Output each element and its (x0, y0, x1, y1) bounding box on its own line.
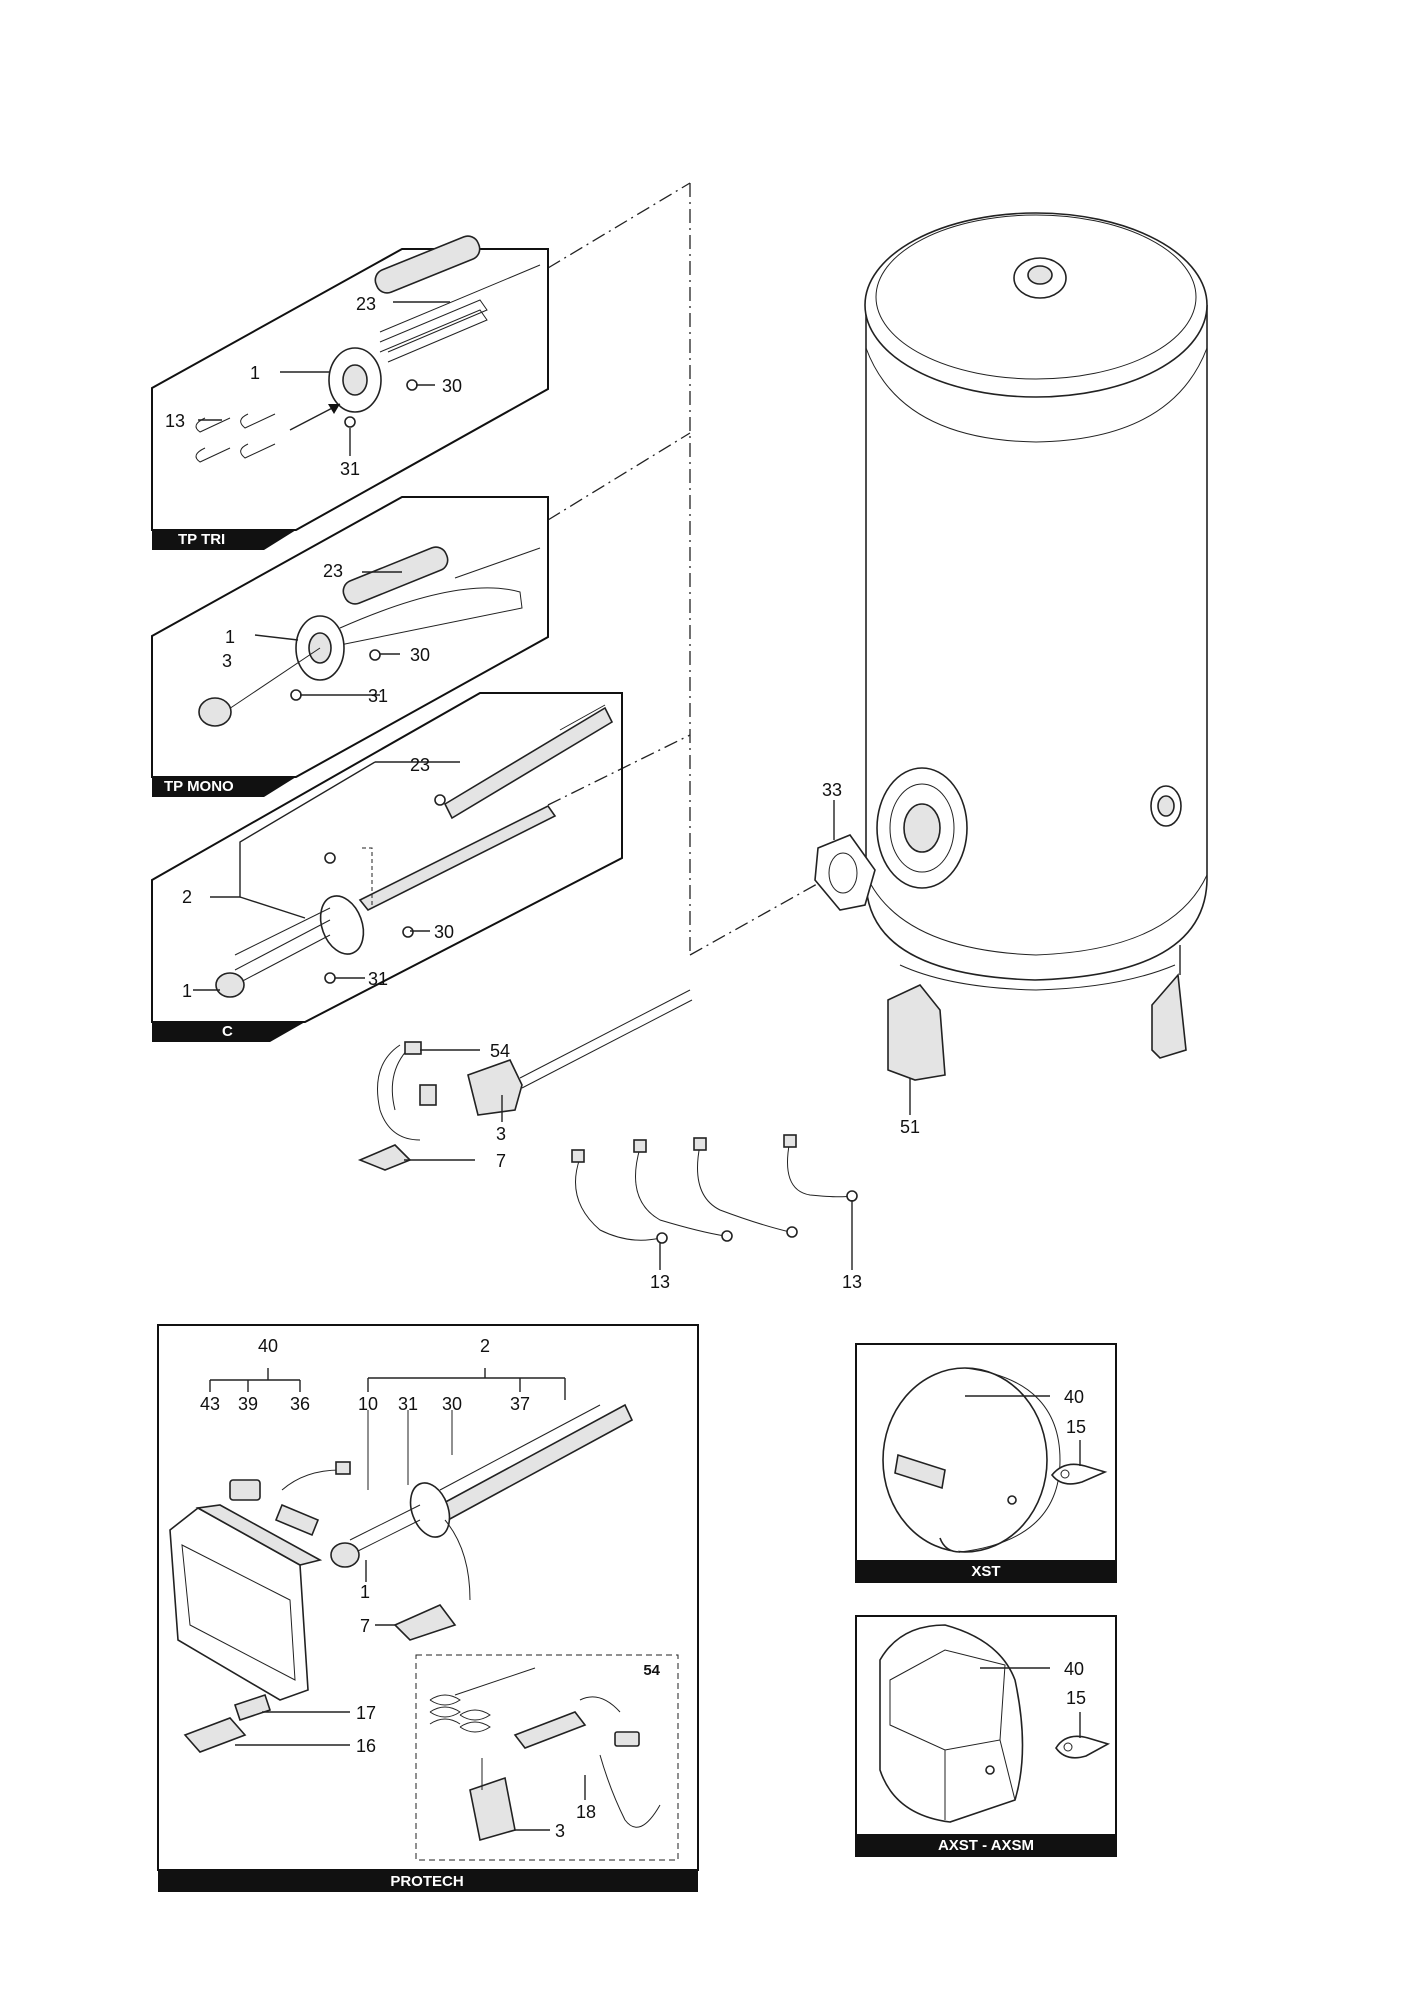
label-3: 3 (555, 1821, 565, 1841)
flange-33 (814, 834, 876, 911)
alignment-lines (547, 182, 861, 956)
label-33: 33 (822, 780, 842, 800)
panel-c: C 23 2 30 1 31 (151, 692, 623, 1042)
label-1: 1 (182, 981, 192, 1001)
label-31: 31 (368, 686, 388, 706)
label-23: 23 (410, 755, 430, 775)
panel-title-xst: XST (971, 1563, 1000, 1580)
panel-protech: PROTECH 40 2 43 39 36 10 31 30 37 (157, 1324, 699, 1892)
label-3: 3 (496, 1124, 506, 1144)
label-15: 15 (1066, 1417, 1086, 1437)
label-30: 30 (410, 645, 430, 665)
kit-54-title: 54 (643, 1662, 660, 1679)
terminal-links (195, 403, 341, 463)
label-39: 39 (238, 1394, 258, 1414)
label-36: 36 (290, 1394, 310, 1414)
label-40: 40 (1064, 1387, 1084, 1407)
label-1: 1 (250, 363, 260, 383)
label-13: 13 (650, 1272, 670, 1292)
label-23: 23 (323, 561, 343, 581)
label-31: 31 (398, 1394, 418, 1414)
label-40: 40 (1064, 1659, 1084, 1679)
label-30: 30 (442, 1394, 462, 1414)
loose-parts (357, 989, 858, 1244)
label-54: 54 (490, 1041, 510, 1061)
label-17: 17 (356, 1703, 376, 1723)
label-7: 7 (360, 1616, 370, 1636)
label-23: 23 (356, 294, 376, 314)
label-10: 10 (358, 1394, 378, 1414)
label-30: 30 (442, 376, 462, 396)
label-30: 30 (434, 922, 454, 942)
label-31: 31 (340, 459, 360, 479)
heating-element-mono (198, 546, 541, 727)
panel-title-tp-tri: TP TRI (178, 531, 225, 548)
label-3: 3 (222, 651, 232, 671)
label-18: 18 (576, 1802, 596, 1822)
immersion-element-protech (330, 1403, 634, 1601)
label-37: 37 (510, 1394, 530, 1414)
label-43: 43 (200, 1394, 220, 1414)
label-2: 2 (480, 1336, 490, 1356)
heating-element-tri (328, 235, 541, 428)
panel-xst: XST 40 15 (855, 1343, 1117, 1583)
label-13: 13 (842, 1272, 862, 1292)
label-15: 15 (1066, 1688, 1086, 1708)
kit-54-box: 54 (415, 1654, 679, 1861)
panel-title-axst: AXST - AXSM (938, 1837, 1034, 1854)
label-2: 2 (182, 887, 192, 907)
control-housing-43 (169, 1504, 323, 1701)
panel-tp-tri: TP TRI 23 1 30 13 31 (151, 235, 549, 550)
label-1: 1 (225, 627, 235, 647)
clip-15-xst (1050, 1463, 1108, 1485)
label-16: 16 (356, 1736, 376, 1756)
label-40: 40 (258, 1336, 278, 1356)
clip-15-axst (1055, 1735, 1111, 1759)
label-7: 7 (496, 1151, 506, 1171)
label-13: 13 (165, 411, 185, 431)
immersion-element-c (215, 704, 614, 998)
label-31: 31 (368, 969, 388, 989)
cover-40-axst (879, 1624, 1024, 1823)
water-heater-tank (864, 212, 1208, 1081)
label-51: 51 (900, 1117, 920, 1137)
panel-axst: AXST - AXSM 40 15 (855, 1615, 1117, 1857)
panel-title-tp-mono: TP MONO (164, 778, 234, 795)
panel-title-protech: PROTECH (390, 1873, 463, 1890)
cover-40-xst (882, 1367, 1061, 1553)
panel-tp-mono: TP MONO 23 1 3 30 31 (151, 496, 549, 797)
label-1: 1 (360, 1582, 370, 1602)
panel-title-c: C (222, 1023, 233, 1040)
